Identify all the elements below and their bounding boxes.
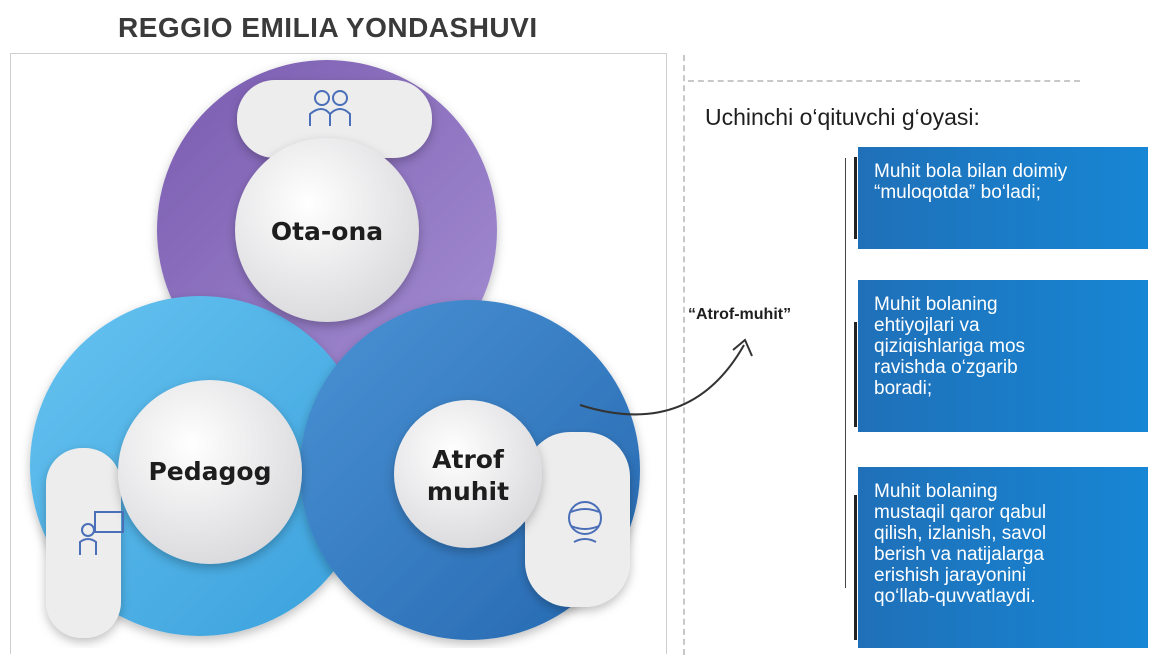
box-accent-bar <box>854 322 857 427</box>
info-box-1: Muhit bola bilan doimiy “muloqotda” bo‘l… <box>854 147 1148 249</box>
connector-arrow <box>579 344 745 416</box>
horizontal-dashed-divider <box>688 80 1080 82</box>
info-box-3: Muhit bolaning mustaqil qaror qabul qili… <box>854 467 1148 648</box>
tab-right <box>525 432 630 607</box>
ring-label-environment-line2: muhit <box>427 477 509 506</box>
ring-label-environment-line1: Atrof <box>432 445 505 474</box>
arrow-head <box>732 338 753 357</box>
info-box-1-text: Muhit bola bilan doimiy “muloqotda” bo‘l… <box>874 161 1068 203</box>
info-box-2: Muhit bolaning ehtiyojlari va qiziqishla… <box>854 280 1148 432</box>
tab-top <box>237 80 432 158</box>
inner-disc-left <box>118 380 302 564</box>
info-box-3-text: Muhit bolaning mustaqil qaror qabul qili… <box>874 481 1047 607</box>
box-accent-bar <box>854 157 857 239</box>
section-subtitle: Uchinchi o‘qituvchi g‘oyasi: <box>705 104 980 130</box>
vertical-dashed-divider <box>683 55 685 655</box>
teacher-board-icon <box>79 511 124 555</box>
inner-disc-right <box>394 400 542 548</box>
environment-globe-icon <box>568 501 602 543</box>
ring-label-parents: Ota-ona <box>271 217 383 246</box>
page-title: REGGIO EMILIA YONDASHUVI <box>118 12 538 43</box>
ring-label-teacher: Pedagog <box>148 457 271 486</box>
parents-icon <box>309 90 351 126</box>
tab-left <box>46 448 121 638</box>
diagram-frame <box>10 53 667 654</box>
bracket-line <box>845 158 846 588</box>
info-box-2-text: Muhit bolaning ehtiyojlari va qiziqishla… <box>874 294 1026 399</box>
atrof-muhit-label: “Atrof-muhit” <box>688 306 792 323</box>
inner-disc-top <box>235 138 419 322</box>
box-accent-bar <box>854 495 857 640</box>
